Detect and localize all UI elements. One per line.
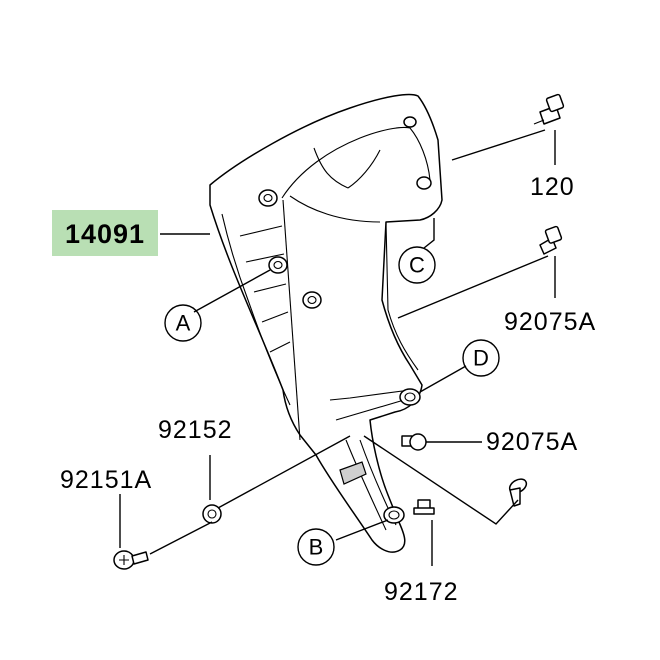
ref-letter-d: D bbox=[473, 346, 489, 371]
main-part-number: 14091 bbox=[65, 219, 145, 249]
ref-letter-c: C bbox=[409, 253, 425, 278]
bolt-92172 bbox=[413, 499, 435, 515]
main-part-label-bg bbox=[52, 210, 158, 256]
washer-92152 bbox=[202, 504, 222, 524]
ref-letter-b: B bbox=[309, 535, 324, 560]
cover-panel bbox=[209, 93, 443, 553]
ref-letter-a: A bbox=[176, 311, 191, 336]
part-number-92075a-top: 92075A bbox=[504, 308, 596, 336]
bolt-92075a-mid bbox=[401, 433, 427, 451]
part-number-92152: 92152 bbox=[158, 416, 233, 444]
screw-92151a bbox=[113, 550, 149, 570]
part-number-92172: 92172 bbox=[384, 578, 459, 606]
part-number-92151a: 92151A bbox=[60, 466, 152, 494]
main-part-label: 14091 bbox=[52, 210, 158, 256]
part-number-92075a-mid: 92075A bbox=[486, 428, 578, 456]
leader-lines bbox=[119, 129, 556, 566]
ref-callout-c: C bbox=[398, 246, 436, 284]
rivet bbox=[508, 478, 528, 507]
ref-callout-d: D bbox=[462, 339, 500, 377]
bolt-92075a-top bbox=[539, 225, 563, 255]
ref-callout-a: A bbox=[164, 304, 202, 342]
bolt-120 bbox=[533, 93, 565, 125]
part-number-120: 120 bbox=[530, 173, 575, 201]
ref-callout-b: B bbox=[297, 528, 335, 566]
